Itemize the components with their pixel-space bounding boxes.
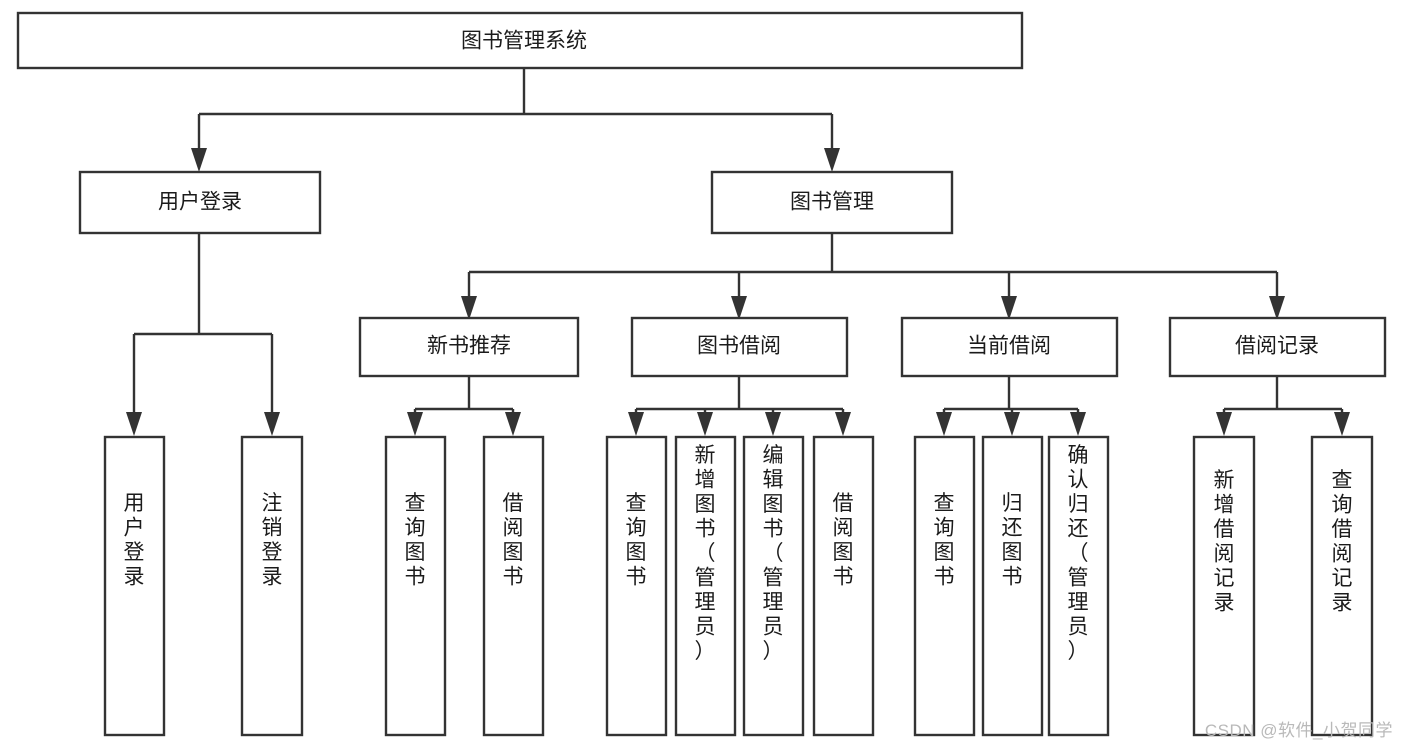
node-borrow-box[interactable] [630,316,849,378]
node-leaf4-label: 借阅图书 [503,492,524,589]
node-leaf1-label: 用户登录 [124,492,145,589]
arrow-head-leaf6 [697,412,713,436]
arrow-head-login [191,148,207,172]
node-leaf10[interactable]: 归还图书 [981,435,1044,737]
node-leaf4[interactable]: 借阅图书 [482,435,545,737]
arrow-head-current [1001,296,1017,320]
node-leaf2[interactable]: 注销登录 [240,435,304,737]
arrow-head-records [1269,296,1285,320]
node-leaf4-box[interactable] [482,435,545,737]
arrow-head-leaf2 [264,412,280,436]
node-leaf10-label: 归还图书 [1002,492,1023,589]
node-leaf3[interactable]: 查询图书 [384,435,447,737]
arrow-head-leaf9 [936,412,952,436]
node-leaf7-box[interactable] [742,435,805,737]
node-leaf7-label: 编辑图书（管理员） [763,444,784,663]
node-leaf11[interactable]: 确认归还（管理员） [1047,435,1110,737]
node-bookmgmt-box[interactable] [710,170,954,235]
node-leaf9[interactable]: 查询图书 [913,435,976,737]
node-leaf2-label: 注销登录 [262,492,283,589]
node-leaf5-label: 查询图书 [626,492,647,589]
node-leaf9-box[interactable] [913,435,976,737]
arrow-head-newbook [461,296,477,320]
node-root[interactable]: 图书管理系统 [16,11,1024,70]
arrow-head-leaf10 [1004,412,1020,436]
node-leaf6[interactable]: 新增图书（管理员） [674,435,737,737]
node-root-label: 图书管理系统 [461,30,587,53]
node-leaf6-box[interactable] [674,435,737,737]
node-bookmgmt[interactable]: 图书管理 [710,170,954,235]
arrow-head-leaf13 [1334,412,1350,436]
connector-layer [126,68,1350,436]
arrow-head-leaf11 [1070,412,1086,436]
node-root-box[interactable] [16,11,1024,70]
node-current-label: 当前借阅 [967,335,1051,358]
node-login-box[interactable] [78,170,322,235]
node-login-label: 用户登录 [158,191,242,214]
node-leaf8[interactable]: 借阅图书 [812,435,875,737]
node-leaf7[interactable]: 编辑图书（管理员） [742,435,805,737]
node-records[interactable]: 借阅记录 [1168,316,1387,378]
node-leaf5-box[interactable] [605,435,668,737]
node-leaf1-box[interactable] [103,435,166,737]
node-leaf13-label: 查询借阅记录 [1332,469,1353,615]
arrow-head-leaf5 [628,412,644,436]
node-current-box[interactable] [900,316,1119,378]
node-leaf6-label: 新增图书（管理员） [695,444,716,663]
node-leaf13-box[interactable] [1310,435,1374,737]
node-leaf3-box[interactable] [384,435,447,737]
node-leaf9-label: 查询图书 [934,492,955,589]
node-leaf3-label: 查询图书 [405,492,426,589]
arrow-head-leaf1 [126,412,142,436]
node-newbook-box[interactable] [358,316,580,378]
node-leaf13[interactable]: 查询借阅记录 [1310,435,1374,737]
node-leaf2-box[interactable] [240,435,304,737]
node-leaf10-box[interactable] [981,435,1044,737]
leaf-nodes-layer: 用户登录 注销登录 查询图书 借阅图书 查询图书 新增图书（管理员） 编辑图书（… [103,435,1374,737]
node-borrow[interactable]: 图书借阅 [630,316,849,378]
node-newbook[interactable]: 新书推荐 [358,316,580,378]
node-leaf11-label: 确认归还（管理员） [1068,444,1089,663]
node-records-label: 借阅记录 [1235,335,1319,358]
node-leaf12[interactable]: 新增借阅记录 [1192,435,1256,737]
node-leaf1[interactable]: 用户登录 [103,435,166,737]
arrow-head-leaf3 [407,412,423,436]
node-leaf8-box[interactable] [812,435,875,737]
node-newbook-label: 新书推荐 [427,335,511,358]
node-leaf8-label: 借阅图书 [833,492,854,589]
node-leaf12-label: 新增借阅记录 [1214,469,1235,615]
arrow-head-bookmgmt [824,148,840,172]
node-records-box[interactable] [1168,316,1387,378]
node-leaf5[interactable]: 查询图书 [605,435,668,737]
arrow-head-leaf12 [1216,412,1232,436]
node-login[interactable]: 用户登录 [78,170,322,235]
node-current[interactable]: 当前借阅 [900,316,1119,378]
node-leaf11-box[interactable] [1047,435,1110,737]
arrow-head-borrow [731,296,747,320]
node-borrow-label: 图书借阅 [697,335,781,358]
arrow-head-leaf7 [765,412,781,436]
arrow-head-leaf4 [505,412,521,436]
node-leaf12-box[interactable] [1192,435,1256,737]
arrow-head-leaf8 [835,412,851,436]
node-bookmgmt-label: 图书管理 [790,191,874,214]
